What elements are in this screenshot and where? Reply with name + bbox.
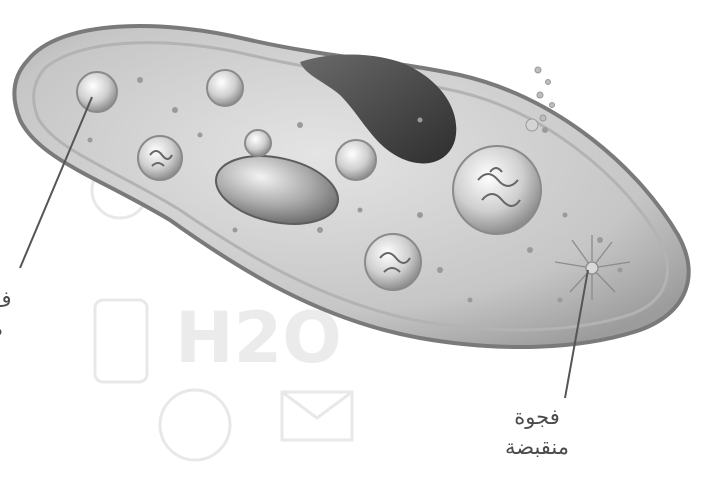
food-vacuole <box>365 234 421 290</box>
label-contractile-line2: منقبضة <box>505 432 569 462</box>
food-vacuole <box>207 70 243 106</box>
label-left-line1: ف <box>0 284 12 314</box>
h2o-watermark: H2O <box>175 297 342 379</box>
phone-watermark-icon <box>95 300 147 382</box>
food-vacuole <box>336 140 376 180</box>
envelope-flap-watermark <box>282 392 352 418</box>
label-left-partial: ف م <box>0 284 12 344</box>
label-left-line2: م <box>0 314 12 344</box>
label-contractile-line1: فجوة <box>505 402 569 432</box>
large-food-vacuole <box>453 146 541 234</box>
food-vacuole <box>138 136 182 180</box>
bubble-watermark-icon <box>160 390 230 460</box>
food-vacuole <box>245 130 271 156</box>
label-contractile-vacuole: فجوة منقبضة <box>505 402 569 462</box>
food-vacuole <box>77 72 117 112</box>
